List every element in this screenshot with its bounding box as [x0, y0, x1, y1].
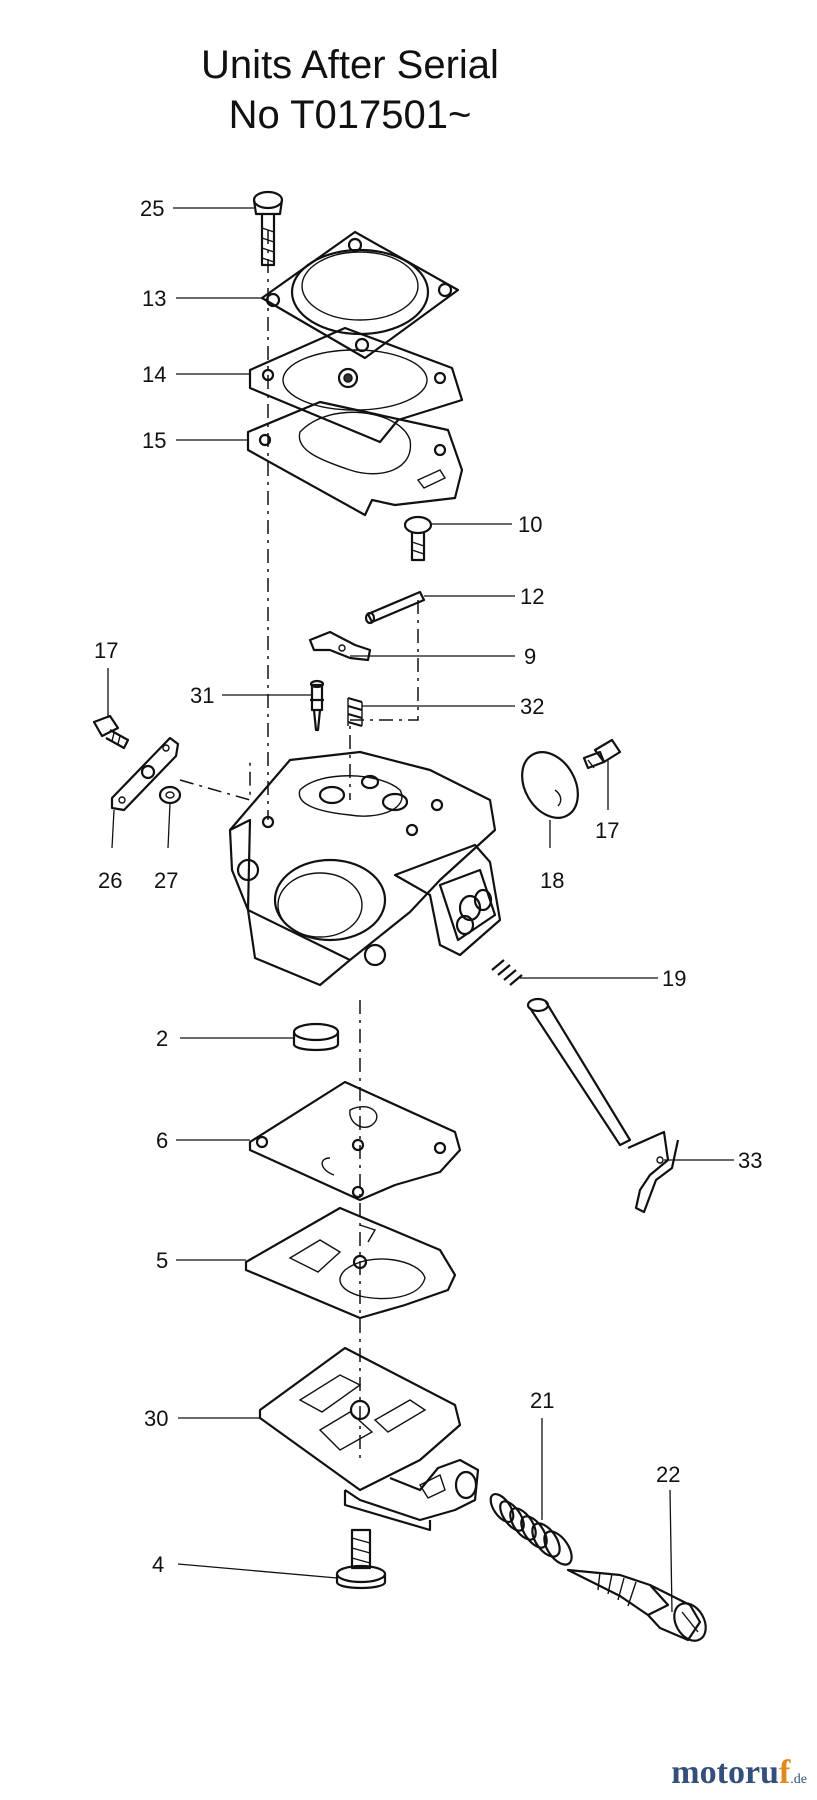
part-4-screw: [335, 1528, 387, 1590]
part-14-pump-diaphragm: [248, 326, 464, 444]
callout-18: 18: [540, 868, 564, 893]
callout-17-right: 17: [595, 818, 619, 843]
part-32-spring: [347, 696, 363, 728]
callout-27: 27: [154, 868, 178, 893]
assembly-axis-side: [179, 760, 251, 801]
part-25-screw: [252, 190, 284, 267]
leader-lines: [107, 207, 734, 1613]
part-6-metering-diaphragm: [248, 1080, 462, 1202]
part-22-adjusting-needle: [566, 1568, 707, 1642]
callout-labels: 25 13 14 15 10 12 9 17 31 32 26 27 17 18…: [94, 196, 762, 1577]
part-5-gasket: [244, 1206, 457, 1320]
part-13-pump-cover: [260, 230, 460, 360]
part-27-washer: [158, 785, 182, 805]
callout-30: 30: [144, 1406, 168, 1431]
title-line-2: No T017501~: [228, 93, 472, 137]
watermark-brand-accent: f: [778, 1754, 791, 1791]
carburetor-throttle-housing: [393, 843, 502, 957]
part-17-screw-right: [582, 738, 622, 770]
callout-19: 19: [662, 966, 686, 991]
title-line-1: Units After Serial: [201, 43, 499, 87]
callout-15: 15: [142, 428, 166, 453]
part-10-screw: [403, 515, 433, 562]
callout-2: 2: [156, 1026, 168, 1051]
callout-9: 9: [524, 644, 536, 669]
callout-17-left: 17: [94, 638, 118, 663]
carburetor-body: [228, 750, 497, 987]
callout-33: 33: [738, 1148, 762, 1173]
part-15-gasket: [246, 400, 464, 517]
part-9-lever: [308, 630, 372, 662]
callout-5: 5: [156, 1248, 168, 1273]
callout-26: 26: [98, 868, 122, 893]
part-21-spring: [489, 1493, 573, 1566]
part-17-screw-left: [92, 714, 130, 750]
part-30-metering-cover: [258, 1346, 480, 1532]
watermark-logo: motoruf.de: [671, 1754, 807, 1792]
callout-10: 10: [518, 512, 542, 537]
diagram-title: Units After Serial No T017501~: [0, 40, 700, 140]
callout-32: 32: [520, 694, 544, 719]
callout-14: 14: [142, 362, 166, 387]
callout-22: 22: [656, 1462, 680, 1487]
callout-12: 12: [520, 584, 544, 609]
assembly-axis-needle: [349, 600, 419, 800]
part-31-needle: [309, 679, 325, 732]
part-2-plug: [292, 1022, 340, 1052]
part-18-cap-disc: [521, 751, 579, 819]
callout-4: 4: [152, 1552, 164, 1577]
callout-31: 31: [190, 683, 214, 708]
part-12-pin: [364, 590, 426, 625]
watermark-brand-suffix: .de: [790, 1772, 807, 1787]
watermark-brand-main: motoru: [671, 1754, 779, 1791]
part-33-throttle-shaft: [526, 997, 680, 1214]
callout-25: 25: [140, 196, 164, 221]
callout-6: 6: [156, 1128, 168, 1153]
callout-13: 13: [142, 286, 166, 311]
part-19-spring: [491, 959, 523, 986]
part-26-plate: [110, 736, 180, 812]
callout-21: 21: [530, 1388, 554, 1413]
